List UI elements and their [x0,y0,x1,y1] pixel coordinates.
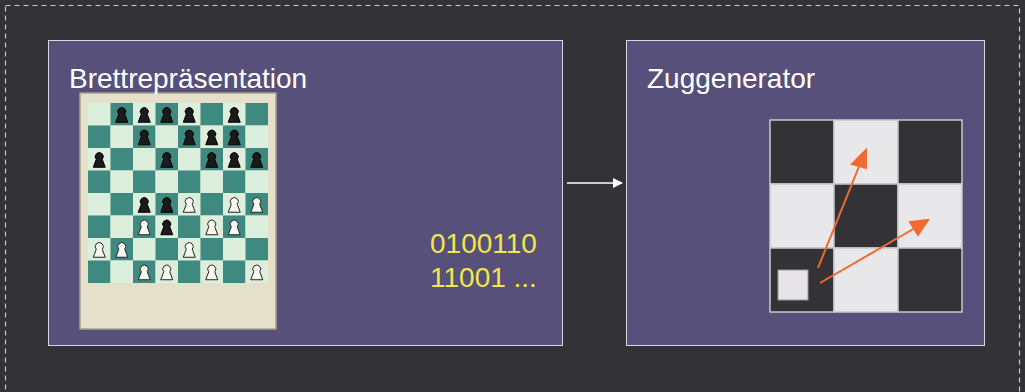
box-title: Brettrepräsentation [69,63,307,95]
box-title: Zuggenerator [647,63,815,95]
chessboard-picture [80,93,276,329]
flow-arrow [567,182,622,184]
binary-code: 0100110 11001 ... [430,227,548,295]
move-grid [770,120,962,312]
